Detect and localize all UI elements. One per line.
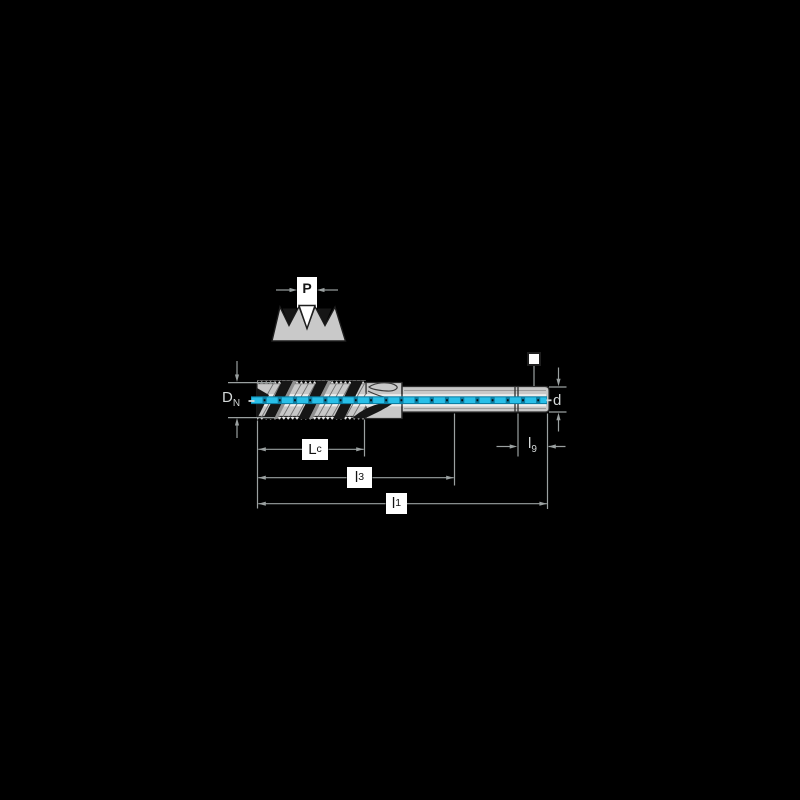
thread-root-right: [317, 308, 332, 326]
square-drive-symbol: [527, 352, 541, 386]
arrowhead: [548, 444, 556, 449]
chamfer-length-dimension: [258, 447, 364, 452]
arrowhead: [509, 444, 518, 449]
shank-diameter-label: d: [553, 392, 562, 409]
arrowhead: [556, 412, 561, 421]
arrowhead: [258, 447, 266, 452]
square-icon: [527, 352, 541, 366]
arrowhead: [258, 475, 266, 480]
flute-runout: [352, 382, 398, 419]
thread-root-left: [282, 308, 297, 326]
nominal-diameter-label: DN: [222, 389, 241, 409]
square-length-label: l9: [528, 435, 537, 455]
arrowhead: [258, 501, 266, 506]
thread-length-dimension: [258, 475, 454, 480]
arrowhead: [556, 378, 561, 387]
shank-diameter-dimension: [546, 367, 567, 432]
square-length-dimension: [496, 444, 566, 449]
pitch-vee: [298, 304, 316, 331]
arrowhead: [234, 374, 240, 382]
crest-teeth-top: [257, 380, 366, 384]
arrowhead: [234, 418, 240, 426]
centerline: [251, 396, 547, 405]
thread-profile: [271, 277, 347, 342]
pitch-dimension: [276, 287, 338, 293]
arrowhead: [289, 287, 297, 293]
pitch-label: P: [302, 280, 312, 296]
shank-shading: [404, 390, 546, 409]
arrowhead: [317, 287, 325, 293]
pitch-white-band: [297, 277, 317, 308]
nominal-diameter-dimension: [228, 361, 275, 438]
length-dimensions: [256, 413, 566, 509]
arrowhead: [539, 501, 547, 506]
arrowhead: [356, 447, 364, 452]
arrowhead: [446, 475, 454, 480]
overall-length-dimension: [258, 501, 547, 506]
tap-body: [251, 380, 550, 420]
